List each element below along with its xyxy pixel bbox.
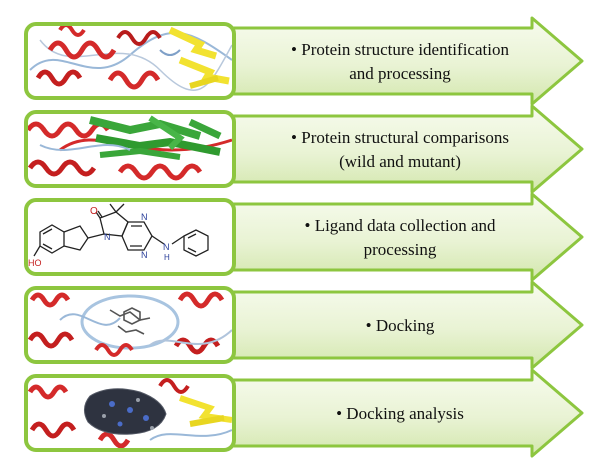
ligand-nitrogen-label: N xyxy=(104,232,111,242)
ligand-amine-hydrogen-label: H xyxy=(164,253,170,262)
workflow-step-5: • Docking analysis xyxy=(24,368,584,458)
step-label-line-1: • Ligand data collection and xyxy=(305,216,496,235)
step-label-line-1: • Docking xyxy=(366,316,435,335)
step-label-line-1: • Protein structural comparisons xyxy=(291,128,509,147)
ligand-hydroxyl-label: HO xyxy=(28,258,42,268)
ligand-chemical-structure-image: O N N N N H HO xyxy=(26,200,234,274)
docking-pose-image xyxy=(26,288,234,362)
ligand-nitrogen-label: N xyxy=(141,212,148,222)
step-arrow xyxy=(226,280,584,370)
step-arrow xyxy=(226,192,584,282)
step-label-line-1: • Docking analysis xyxy=(336,404,464,423)
protein-structure-image xyxy=(26,24,234,98)
docking-surface-image xyxy=(26,376,234,450)
workflow-step-1: • Protein structure identification and p… xyxy=(24,16,584,106)
step-label-line-2: (wild and mutant) xyxy=(339,152,461,171)
step-label-line-2: and processing xyxy=(349,64,451,83)
step-image-frame xyxy=(24,374,236,452)
ligand-amine-nitrogen-label: N xyxy=(163,242,170,252)
step-image-frame xyxy=(24,110,236,188)
step-image-frame xyxy=(24,22,236,100)
step-label-line-1: • Protein structure identification xyxy=(291,40,509,59)
step-arrow xyxy=(226,368,584,458)
workflow-step-3: O N N N N H HO • Ligand data collection … xyxy=(24,192,584,282)
workflow-step-4: • Docking xyxy=(24,280,584,370)
protein-superposition-image xyxy=(26,112,234,186)
step-label-line-2: processing xyxy=(364,240,437,259)
ligand-nitrogen-label: N xyxy=(141,250,148,260)
step-image-frame xyxy=(24,198,236,276)
ligand-oxygen-label: O xyxy=(90,206,98,217)
step-arrow xyxy=(226,16,584,106)
step-arrow xyxy=(226,104,584,194)
step-image-frame xyxy=(24,286,236,364)
workflow-step-2: • Protein structural comparisons (wild a… xyxy=(24,104,584,194)
